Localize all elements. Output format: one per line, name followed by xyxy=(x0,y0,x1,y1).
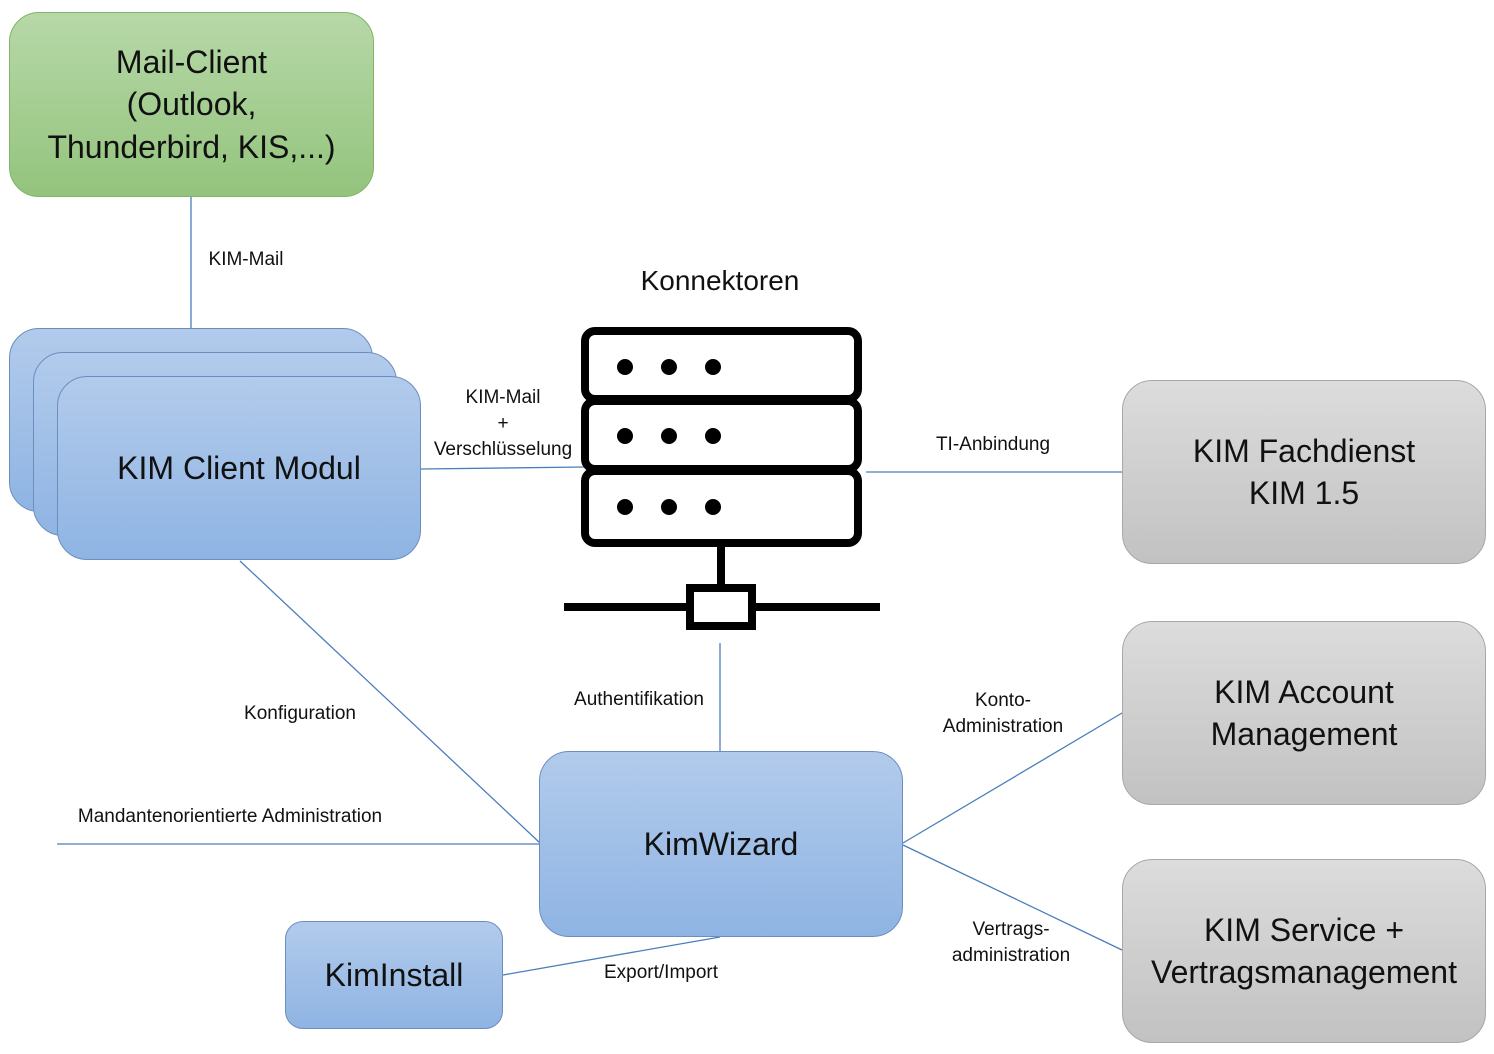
kim-account-management-label: KIM Account Management xyxy=(1210,673,1398,752)
kimwizard-node: KimWizard xyxy=(539,751,903,937)
kiminstall-node: KimInstall xyxy=(285,921,503,1029)
server-rack-network-icon xyxy=(564,327,880,630)
kim-fachdienst-node: KIM Fachdienst KIM 1.5 xyxy=(1122,380,1486,564)
kim-service-node: KIM Service + Vertragsmanagement xyxy=(1122,859,1486,1043)
mail-client-label: Mail-Client (Outlook, Thunderbird, KIS,.… xyxy=(47,44,336,165)
edge-label-konto-administration: Konto- Administration xyxy=(942,690,1064,738)
kim-service-label: KIM Service + Vertragsmanagement xyxy=(1151,911,1457,990)
kim-client-modul-label: KIM Client Modul xyxy=(117,449,361,486)
edge-label-vertrags-administration: Vertrags- administration xyxy=(951,919,1071,967)
edge-label-mandanten-administration: Mandantenorientierte Administration xyxy=(77,806,383,827)
edge-label-authentifikation: Authentifikation xyxy=(574,689,704,710)
kim-client-modul-node: KIM Client Modul xyxy=(57,376,421,560)
edge-kimwizard-to-account xyxy=(902,712,1123,844)
edge-label-kim-mail-encryption: KIM-Mail + Verschlüsselung xyxy=(433,387,573,461)
edge-kim-client-to-konnektoren xyxy=(420,466,586,470)
mail-client-node: Mail-Client (Outlook, Thunderbird, KIS,.… xyxy=(9,12,374,197)
kim-account-management-node: KIM Account Management xyxy=(1122,621,1486,805)
edge-label-kim-mail: KIM-Mail xyxy=(208,249,284,270)
konnektoren-title: Konnektoren xyxy=(640,265,800,296)
edge-label-export-import: Export/Import xyxy=(603,962,719,983)
edge-kiminstall-to-kimwizard xyxy=(502,936,721,976)
edge-label-konfiguration: Konfiguration xyxy=(244,703,356,724)
edge-kim-client-to-kimwizard xyxy=(239,560,541,844)
kiminstall-label: KimInstall xyxy=(324,956,464,993)
kimwizard-label: KimWizard xyxy=(643,825,799,862)
edge-label-ti-anbindung: TI-Anbindung xyxy=(935,434,1051,455)
kim-fachdienst-label: KIM Fachdienst KIM 1.5 xyxy=(1192,432,1416,511)
edge-kimwizard-to-service xyxy=(902,844,1123,951)
